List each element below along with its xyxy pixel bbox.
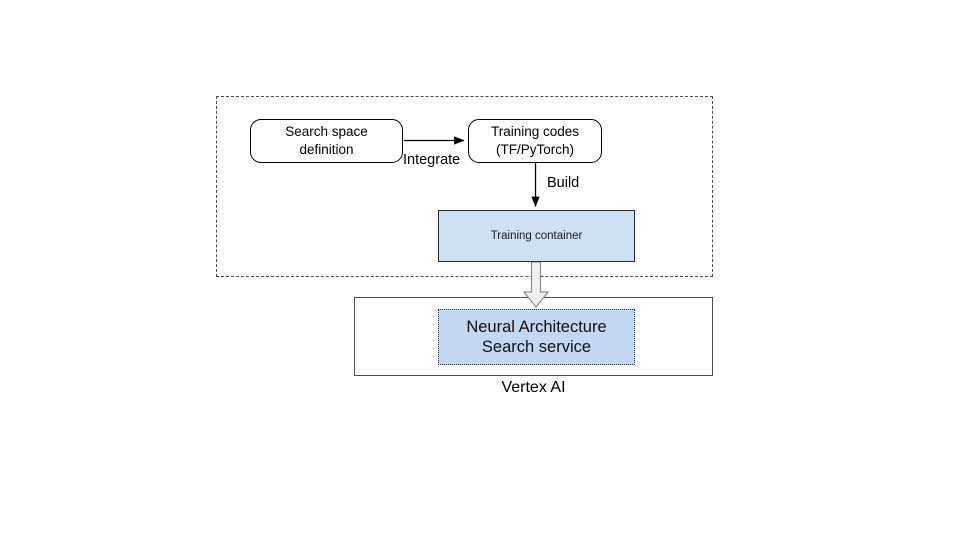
node-search-space-definition[interactable]: Search space definition: [250, 119, 403, 163]
node-training-codes[interactable]: Training codes (TF/PyTorch): [468, 119, 602, 163]
node-label: Neural Architecture Search service: [466, 317, 607, 356]
user-environment-group: [216, 96, 713, 277]
edge-label-integrate: Integrate: [403, 152, 461, 168]
node-label: Training codes (TF/PyTorch): [490, 124, 580, 157]
node-training-container[interactable]: Training container: [438, 210, 635, 262]
node-label: Training container: [490, 230, 583, 242]
edge-label-build: Build: [547, 175, 580, 191]
vertex-ai-caption: Vertex AI: [501, 379, 566, 396]
node-label: Search space definition: [285, 124, 368, 157]
node-neural-architecture-search-service[interactable]: Neural Architecture Search service: [438, 309, 635, 365]
